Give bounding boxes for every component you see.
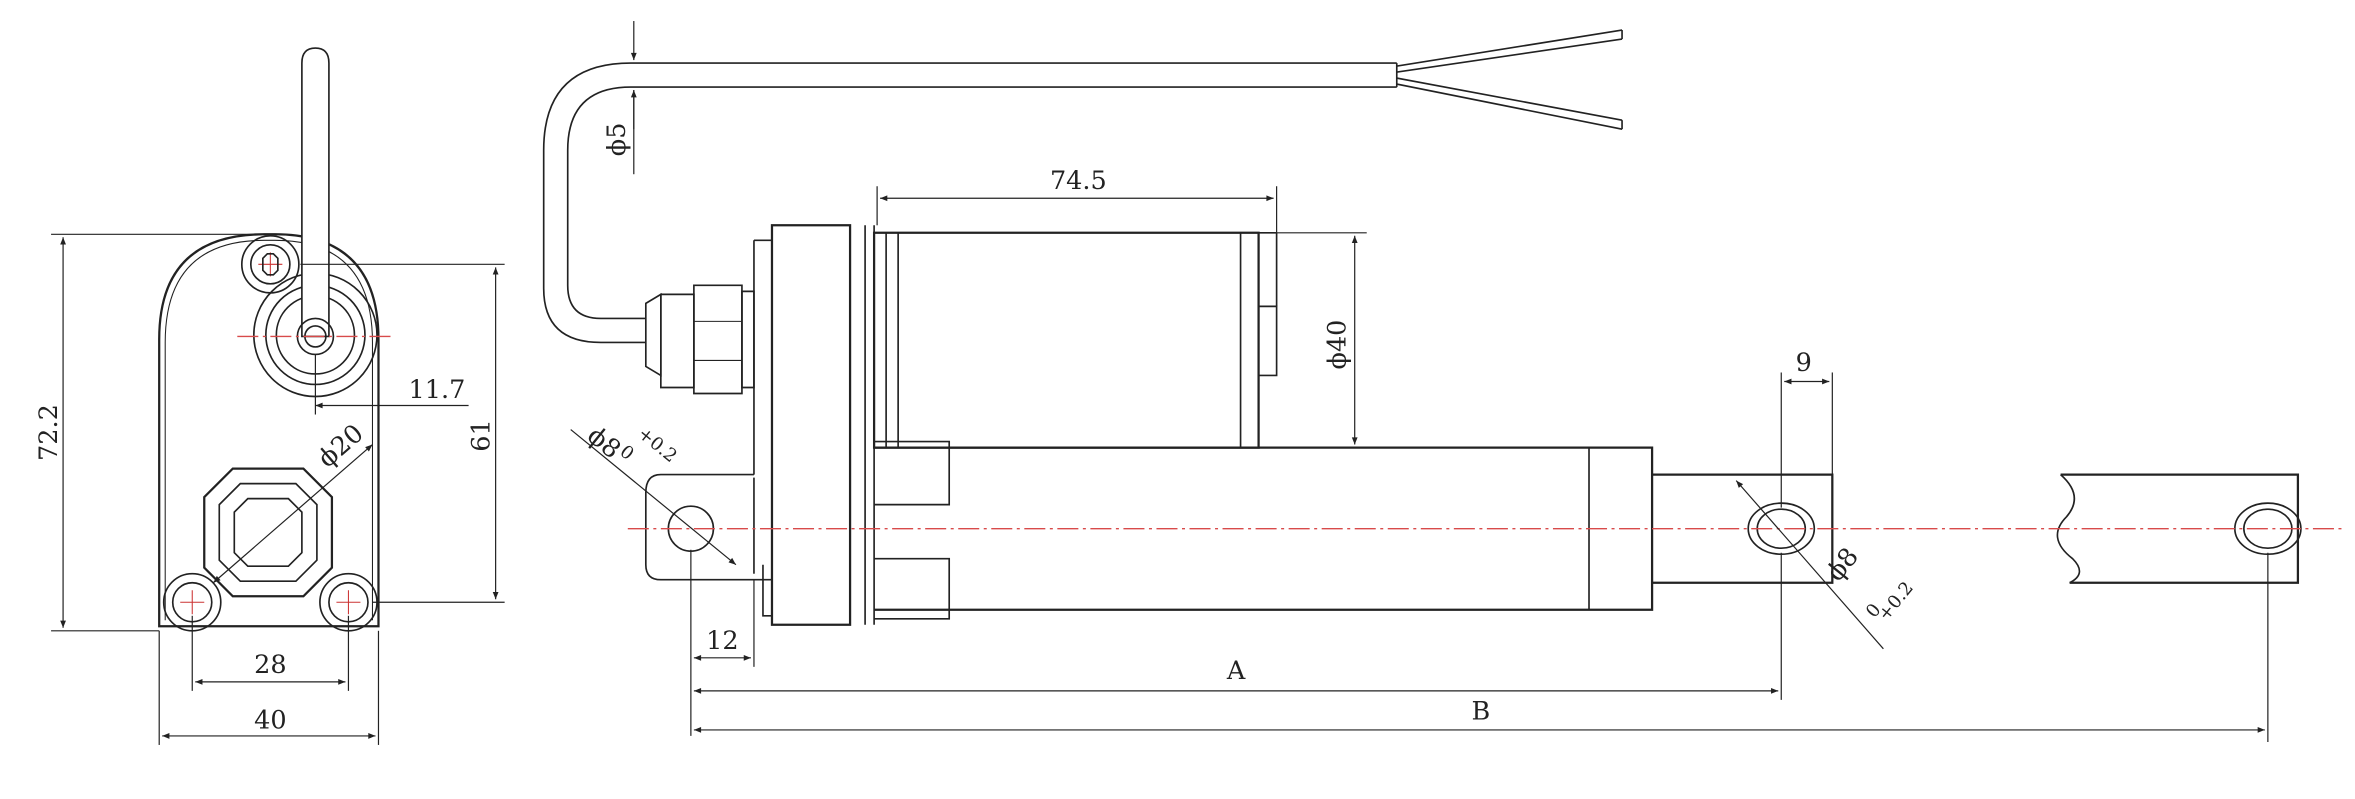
svg-text:ϕ8: ϕ8 xyxy=(1820,542,1864,587)
svg-text:ϕ20: ϕ20 xyxy=(312,419,369,474)
end-view: 72.2 61 11.7 ϕ20 28 40 xyxy=(34,47,505,745)
dim-motor-diameter-label: 40 xyxy=(1323,320,1353,352)
svg-text:ϕ40: ϕ40 xyxy=(1323,320,1353,370)
dim-height-label: 72.2 xyxy=(34,404,64,461)
dim-retracted-length-label: A xyxy=(1226,656,1246,686)
dim-extended-length-label: B xyxy=(1471,696,1490,726)
cable-end-view xyxy=(301,47,330,338)
motor-diameter-symbol: ϕ xyxy=(1323,352,1353,369)
dim-mount-span-label: 61 xyxy=(467,419,497,451)
gearbox-housing xyxy=(753,224,875,626)
rear-hole-tol-upper: +0.2 xyxy=(634,423,681,467)
dim-width-label: 40 xyxy=(254,705,286,735)
bearing-octagon xyxy=(203,467,334,598)
dim-motor-length-label: 74.5 xyxy=(1050,166,1107,196)
dim-cable-diameter-label: 5 xyxy=(602,123,632,139)
cable-diameter-symbol: ϕ xyxy=(602,139,632,156)
rear-clevis xyxy=(644,473,772,617)
side-view: ϕ5 74.5 ϕ40 9 ϕ8 +0.2 0 ϕ8 +0.2 0 xyxy=(542,21,2343,742)
top-screw xyxy=(240,234,300,294)
motor xyxy=(872,231,1278,449)
svg-text:ϕ5: ϕ5 xyxy=(602,123,632,157)
cable-gland xyxy=(644,284,755,395)
cable-side-view xyxy=(542,62,1397,344)
dim-rod-end-width-label: 9 xyxy=(1796,348,1812,378)
dim-hole-spacing-label: 28 xyxy=(254,650,286,680)
dim-cable-offset-label: 11.7 xyxy=(409,375,466,405)
end-view-housing xyxy=(158,233,380,628)
dim-rear-offset-label: 12 xyxy=(706,626,738,656)
